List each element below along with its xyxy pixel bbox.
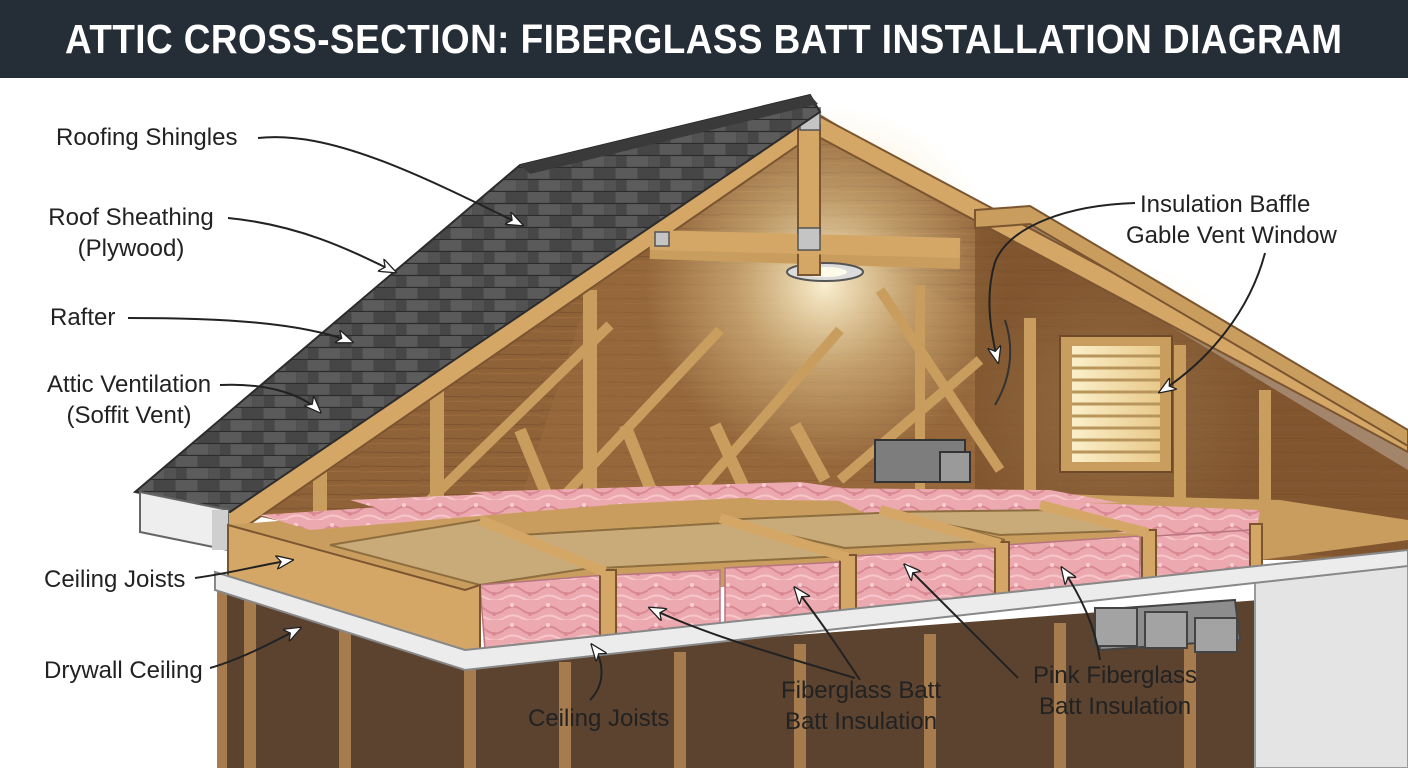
label-attic-ventilation: Attic Ventilation (Soffit Vent) <box>40 369 218 431</box>
hvac-duct <box>1093 598 1242 653</box>
drywall-wall <box>1254 550 1408 768</box>
attic-illustration <box>127 93 1408 768</box>
arrow-fiberglass-batt <box>650 608 856 679</box>
arrow-pink-fiberglass <box>905 565 1019 679</box>
label-insulation-baffle: Insulation Baffle <box>1140 191 1311 218</box>
right-roof-edge <box>974 204 1408 448</box>
label-ceiling-joists-bottom: Ceiling Joists <box>528 705 670 732</box>
label-fiberglass-batt-line2: Batt Insulation <box>784 708 938 735</box>
arrow-gable-vent <box>1160 252 1266 392</box>
arrow-ceiling-joists-bottom <box>589 645 602 701</box>
arrow-ceiling-joists-left <box>194 560 292 579</box>
label-rafter: Rafter <box>50 304 116 331</box>
label-pink-fiberglass-line1: Pink Fiberglass <box>1032 662 1198 689</box>
arrow-attic-ventilation <box>219 383 320 412</box>
label-roof-sheathing-line1: Roof Sheathing <box>48 204 214 231</box>
title-bar: ATTIC CROSS-SECTION: FIBERGLASS BATT INS… <box>0 0 1408 78</box>
arrow-fiberglass-batt-2 <box>795 588 861 681</box>
junction-box <box>874 319 1012 483</box>
label-roof-sheathing-line2: (Plywood) <box>77 235 185 262</box>
label-fiberglass-batt-line1: Fiberglass Batt <box>780 677 942 704</box>
leader-arrows <box>127 136 1266 701</box>
arrow-insulation-baffle <box>989 202 1136 362</box>
arrow-roofing-shingles <box>257 136 522 225</box>
label-ceiling-joists-left: Ceiling Joists <box>44 566 186 593</box>
label-fiberglass-batt: Fiberglass Batt Batt Insulation <box>768 675 954 737</box>
gable-vent-window <box>1059 335 1173 473</box>
arrow-drywall-ceiling <box>209 628 300 669</box>
label-attic-ventilation-line1: Attic Ventilation <box>46 371 212 398</box>
label-roof-sheathing: Roof Sheathing (Plywood) <box>44 202 218 264</box>
label-roofing-shingles: Roofing Shingles <box>56 124 238 151</box>
label-attic-ventilation-line2: (Soffit Vent) <box>66 402 192 429</box>
diagram-title: ATTIC CROSS-SECTION: FIBERGLASS BATT INS… <box>65 15 1343 62</box>
attic-light <box>786 262 864 282</box>
arrow-rafter <box>127 317 352 342</box>
label-pink-fiberglass: Pink Fiberglass Batt Insulation <box>1022 660 1208 722</box>
arrow-pink-fiberglass-2 <box>1062 568 1101 661</box>
arrow-roof-sheathing <box>227 217 395 272</box>
label-pink-fiberglass-line2: Batt Insulation <box>1038 693 1192 720</box>
label-gable-vent-window: Gable Vent Window <box>1126 222 1337 249</box>
label-drywall-ceiling: Drywall Ceiling <box>44 657 203 684</box>
